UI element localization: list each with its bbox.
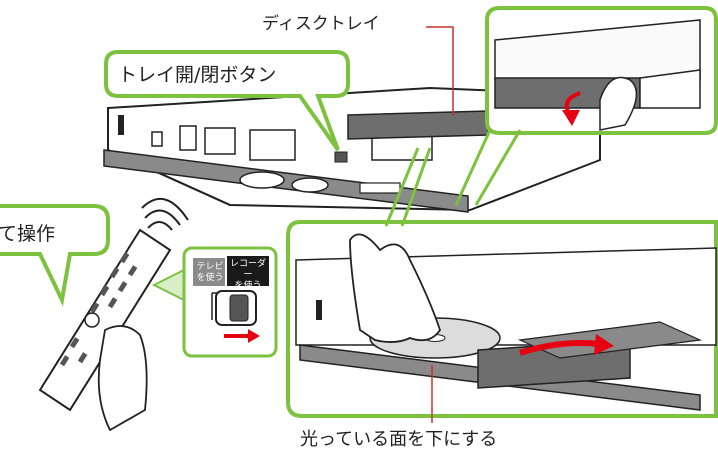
inset-button-press (485, 6, 718, 135)
disc-tray (347, 110, 489, 140)
callout-open-close (104, 50, 350, 152)
signal-waves (141, 198, 189, 231)
tray-open-close-button[interactable] (334, 151, 348, 163)
remote-control (38, 198, 189, 432)
hand (349, 233, 441, 343)
finger (599, 76, 638, 131)
hand-holding-remote (97, 325, 148, 432)
inset-connector-top (454, 129, 522, 206)
disc-tray-leader (426, 26, 454, 116)
inset-disc-loading (286, 220, 718, 418)
tv-mode-line1: テレビ (196, 262, 224, 272)
remote-operation-label: て操作 (0, 223, 56, 245)
tv-mode-line2: を使う (196, 273, 224, 283)
recorder-mode-tag (227, 256, 269, 286)
recorder-mode-text: レコーダー を使う (228, 259, 268, 292)
tv-mode-tag (193, 258, 225, 286)
open-close-button-label: トレイ開/閉ボタン (118, 64, 277, 86)
inset-connector-bottom (384, 147, 432, 227)
tv-mode-text: テレビ を使う (195, 262, 225, 284)
insert-arrow (519, 340, 601, 356)
shiny-side-down-label: 光っている面を下にする (300, 429, 498, 450)
recorder-mode-line1: レコーダー (229, 259, 266, 280)
front-panel (103, 149, 469, 213)
callout-remote (0, 204, 110, 307)
mode-switch-knob[interactable] (229, 294, 249, 322)
recorder-mode-line2: を使う (234, 281, 262, 291)
disc-tray-label: ディスクトレイ (262, 14, 380, 34)
mode-switch-inset (151, 246, 278, 358)
